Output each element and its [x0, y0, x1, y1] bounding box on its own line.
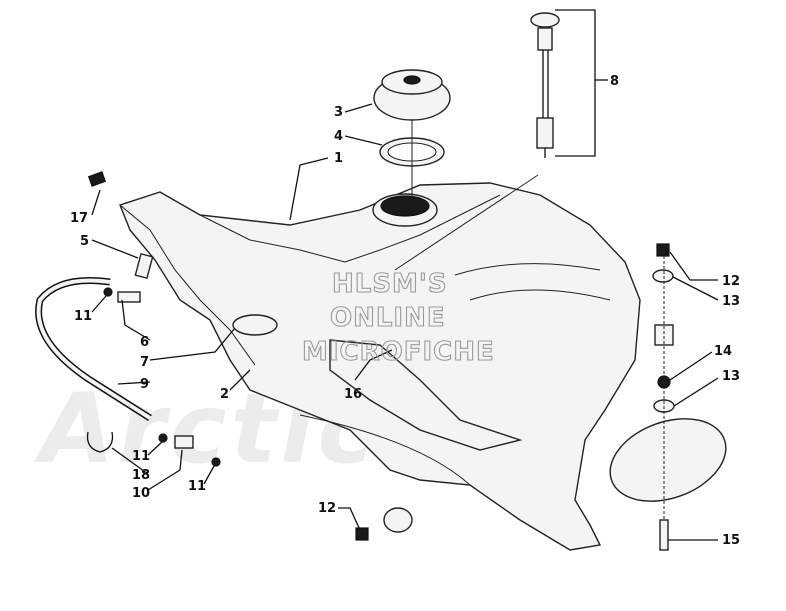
valve-10 — [174, 435, 194, 449]
svg-text:17: 17 — [70, 211, 88, 226]
fuel-gauge-housing — [537, 27, 553, 51]
tank-ridge — [159, 191, 346, 263]
callout-15: 15 — [668, 533, 740, 548]
svg-text:2: 2 — [220, 387, 229, 402]
fuel-gauge-cap — [530, 12, 560, 28]
watermark-line1: HLSM'S — [332, 269, 448, 299]
fuel-pump-7 — [232, 314, 278, 336]
callout-6: 6 — [121, 299, 151, 350]
svg-text:13: 13 — [722, 294, 740, 309]
bracket-8 — [555, 9, 596, 157]
callout-17: 17 — [70, 189, 101, 226]
fuel-gauge-float — [536, 117, 554, 149]
tank-bottom-contour — [299, 414, 471, 486]
svg-text:11: 11 — [74, 309, 92, 324]
fuel-cap-center — [403, 75, 421, 85]
callout-18: 18 — [111, 447, 150, 483]
callout-4: 4 — [334, 129, 383, 146]
svg-text:12: 12 — [722, 274, 740, 289]
svg-text:11: 11 — [132, 449, 150, 464]
callout-14: 14 — [669, 344, 732, 381]
callout-1: 1 — [289, 151, 343, 221]
svg-text:9: 9 — [140, 377, 149, 392]
callout-5: 5 — [80, 234, 139, 259]
svg-text:5: 5 — [80, 234, 89, 249]
svg-text:8: 8 — [610, 74, 619, 89]
callout-13b: 13 — [673, 369, 740, 407]
tank-top-line — [344, 194, 501, 263]
callout-11b: 11 — [132, 441, 163, 464]
svg-text:18: 18 — [132, 468, 150, 483]
svg-text:3: 3 — [334, 105, 343, 120]
callout-12a: 12 — [669, 251, 740, 289]
callout-3: 3 — [334, 103, 373, 120]
callout-2: 2 — [220, 369, 251, 402]
vent-fitting — [87, 171, 107, 187]
bolt-15 — [659, 519, 669, 551]
svg-text:16: 16 — [344, 387, 362, 402]
nut-12b — [355, 527, 369, 541]
clamp-11a — [103, 287, 113, 297]
hose-clamp — [86, 431, 114, 453]
callout-8: 8 — [610, 74, 619, 89]
svg-text:4: 4 — [334, 129, 343, 144]
svg-text:15: 15 — [722, 533, 740, 548]
svg-text:1: 1 — [334, 151, 343, 166]
clamp-11c — [211, 457, 221, 467]
callout-16: 16 — [344, 349, 393, 402]
callout-9: 9 — [117, 377, 151, 392]
tank-contour-2 — [469, 289, 611, 301]
mount-pad — [609, 418, 727, 502]
washer-bottom — [383, 507, 413, 533]
nut-12 — [656, 243, 670, 257]
callout-10: 10 — [132, 449, 183, 501]
tank-contour-1 — [454, 263, 601, 276]
svg-text:7: 7 — [140, 355, 149, 370]
washer-13a — [652, 269, 674, 283]
svg-text:11: 11 — [188, 479, 206, 494]
callout-11a: 11 — [74, 295, 107, 324]
tank-left-edge — [119, 204, 256, 366]
svg-text:10: 10 — [132, 486, 150, 501]
svg-text:14: 14 — [714, 344, 732, 359]
svg-text:6: 6 — [140, 335, 149, 350]
watermark-line3: MICROFICHE — [302, 337, 495, 367]
callout-7: 7 — [140, 327, 236, 370]
heat-shield-16 — [329, 339, 523, 451]
vent-hose-5 — [134, 252, 154, 280]
watermark-line2: ONLINE — [330, 303, 446, 333]
filler-neck-opening — [380, 195, 430, 217]
callout-13a: 13 — [672, 276, 740, 309]
svg-text:12: 12 — [318, 501, 336, 516]
clamp-11b — [158, 433, 168, 443]
callout-12b: 12 — [318, 501, 361, 531]
fitting-6 — [117, 291, 141, 303]
svg-text:13: 13 — [722, 369, 740, 384]
callout-11c: 11 — [188, 465, 215, 494]
grommet-mount — [654, 324, 674, 346]
